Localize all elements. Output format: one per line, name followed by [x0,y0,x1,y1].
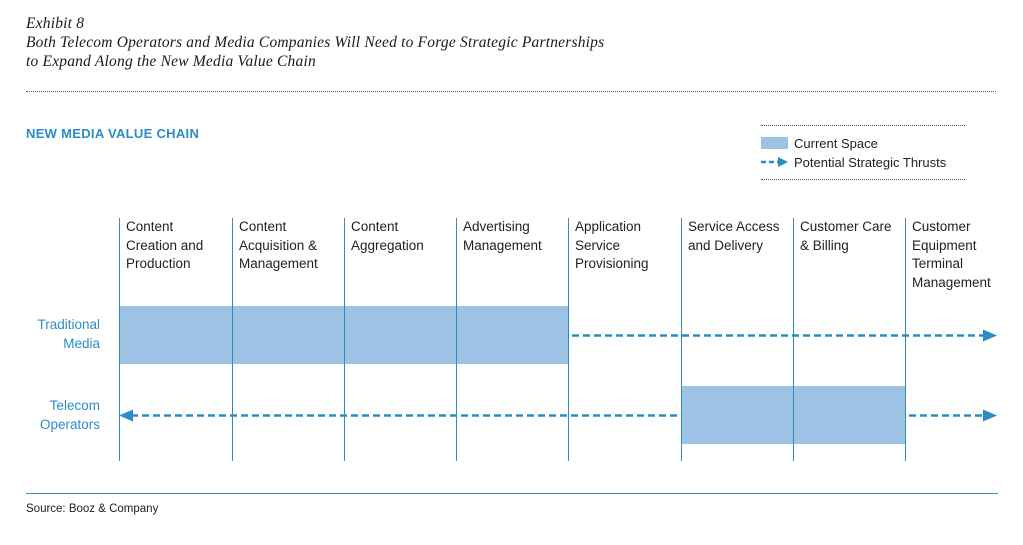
row-label-line: Operators [39,416,100,432]
column-header-line: Advertising [463,219,530,234]
source-divider [26,493,998,494]
column-header-line: Content [239,219,287,234]
legend-item-potential-thrusts: Potential Strategic Thrusts [761,154,946,170]
exhibit-header: Exhibit 8 Both Telecom Operators and Med… [26,14,996,71]
exhibit-title-line-1: Both Telecom Operators and Media Compani… [26,34,605,51]
column-header-line: Service Access [688,219,780,234]
column-header-line: Application [575,219,642,234]
column-header-line: & Billing [800,237,849,253]
column-header-line: Provisioning [575,256,649,271]
current-space-swatch [761,137,788,149]
current-space-bar-1 [119,306,568,364]
column-header-line: and Delivery [688,237,764,253]
legend-top-rule [761,125,965,126]
column-header-line: Customer Care [800,219,892,234]
column-header-7: Customer Care & Billing [800,218,910,255]
legend: Current Space Potential Strategic Thrust… [761,125,965,180]
column-header-line: Terminal [912,256,964,271]
thrust-arrow-right-row-1-head [983,329,997,342]
column-header-line: Management [239,256,318,271]
source-note: Source: Booz & Company [26,503,159,515]
row-label-line: Traditional [37,317,100,332]
column-header-6: Service Access and Delivery [688,218,798,255]
legend-label-current-space: Current Space [794,135,878,151]
section-title: NEW MEDIA VALUE CHAIN [26,126,200,141]
thrust-arrow-right-row-2-head [983,409,997,422]
legend-item-current-space: Current Space [761,135,878,151]
column-header-line: Management [912,274,991,290]
column-header-line: Content [351,219,399,234]
legend-label-potential-thrusts: Potential Strategic Thrusts [794,154,947,170]
column-header-line: Production [126,256,191,271]
column-header-line: Acquisition & [239,237,318,253]
column-header-line: Customer [912,219,971,234]
header-divider [26,91,996,92]
column-header-line: Management [463,237,542,253]
column-header-line: Content [126,219,174,234]
row-label-line: Telecom [49,398,100,413]
legend-bottom-rule [761,179,965,180]
row-label-line: Media [63,335,100,351]
column-header-line: Creation and [126,237,204,253]
thrust-arrow-left-row-2-head [119,409,133,422]
column-header-line: Equipment [912,237,977,253]
exhibit-title-line-2: to Expand Along the New Media Value Chai… [26,53,316,70]
column-header-line: Service [575,237,621,253]
column-header-line: Aggregation [351,237,424,253]
dashed-arrow-icon [761,157,788,167]
exhibit-number: Exhibit 8 [26,15,85,32]
